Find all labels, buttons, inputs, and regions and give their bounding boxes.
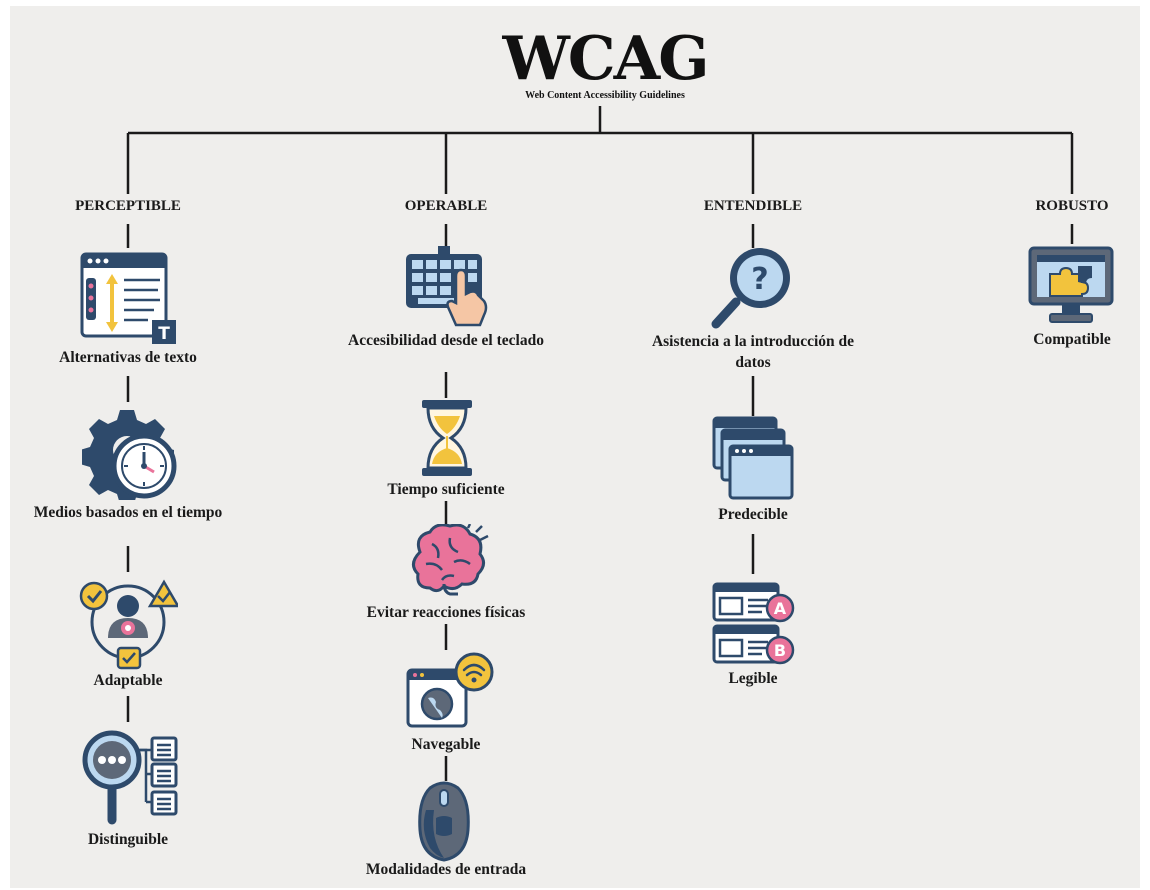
item-accesibilidad-desde-el-teclado: Accesibilidad desde el teclado — [348, 332, 544, 349]
item-adaptable: Adaptable — [93, 672, 163, 689]
windows-a-b-icon: A B — [712, 582, 795, 665]
page-title: WCAG — [502, 24, 710, 94]
item-modalidades-de-entrada: Modalidades de entrada — [365, 861, 527, 878]
gear-clock-icon — [82, 410, 177, 500]
item-medios-basados-en-el-tiempo: Medios basados en el tiempo — [33, 504, 223, 521]
adaptable-user-icon — [79, 579, 178, 670]
hourglass-icon — [422, 400, 472, 476]
svg-text:?: ? — [751, 262, 768, 297]
item-legible: Legible — [728, 670, 778, 687]
category-robusto: ROBUSTO — [1035, 198, 1109, 214]
item-tiempo-suficiente: Tiempo suficiente — [387, 481, 505, 498]
svg-text:T: T — [158, 324, 170, 344]
magnifier-question-icon: ? — [711, 248, 790, 329]
item-compatible: Compatible — [1033, 331, 1111, 348]
item-predecible: Predecible — [718, 506, 788, 523]
stacked-windows-icon — [712, 416, 794, 500]
item-asistencia-introduccion-datos: Asistencia a la introducción de datos — [651, 333, 855, 371]
category-operable: OPERABLE — [404, 198, 488, 214]
item-navegable: Navegable — [411, 736, 481, 753]
magnifier-list-icon — [82, 730, 178, 825]
svg-text:B: B — [774, 641, 786, 660]
brain-icon — [412, 524, 489, 596]
category-entendible: ENTENDIBLE — [703, 198, 803, 214]
tree-connectors — [126, 106, 1074, 781]
item-evitar-reacciones-fisicas: Evitar reacciones físicas — [366, 604, 526, 621]
mouse-icon — [418, 781, 470, 862]
keyboard-hand-icon — [406, 246, 488, 327]
svg-text:A: A — [774, 599, 787, 618]
diagram-canvas: WCAG Web Content Accessibility Guideline… — [10, 6, 1140, 888]
category-perceptible: PERCEPTIBLE — [75, 198, 181, 214]
browser-wifi-icon — [406, 652, 494, 728]
item-alternativas-de-texto: Alternativas de texto — [59, 349, 197, 366]
monitor-puzzle-icon — [1028, 246, 1114, 323]
page-subtitle: Web Content Accessibility Guidelines — [525, 90, 685, 101]
document-text-icon: T — [80, 252, 176, 344]
item-distinguible: Distinguible — [87, 831, 169, 848]
